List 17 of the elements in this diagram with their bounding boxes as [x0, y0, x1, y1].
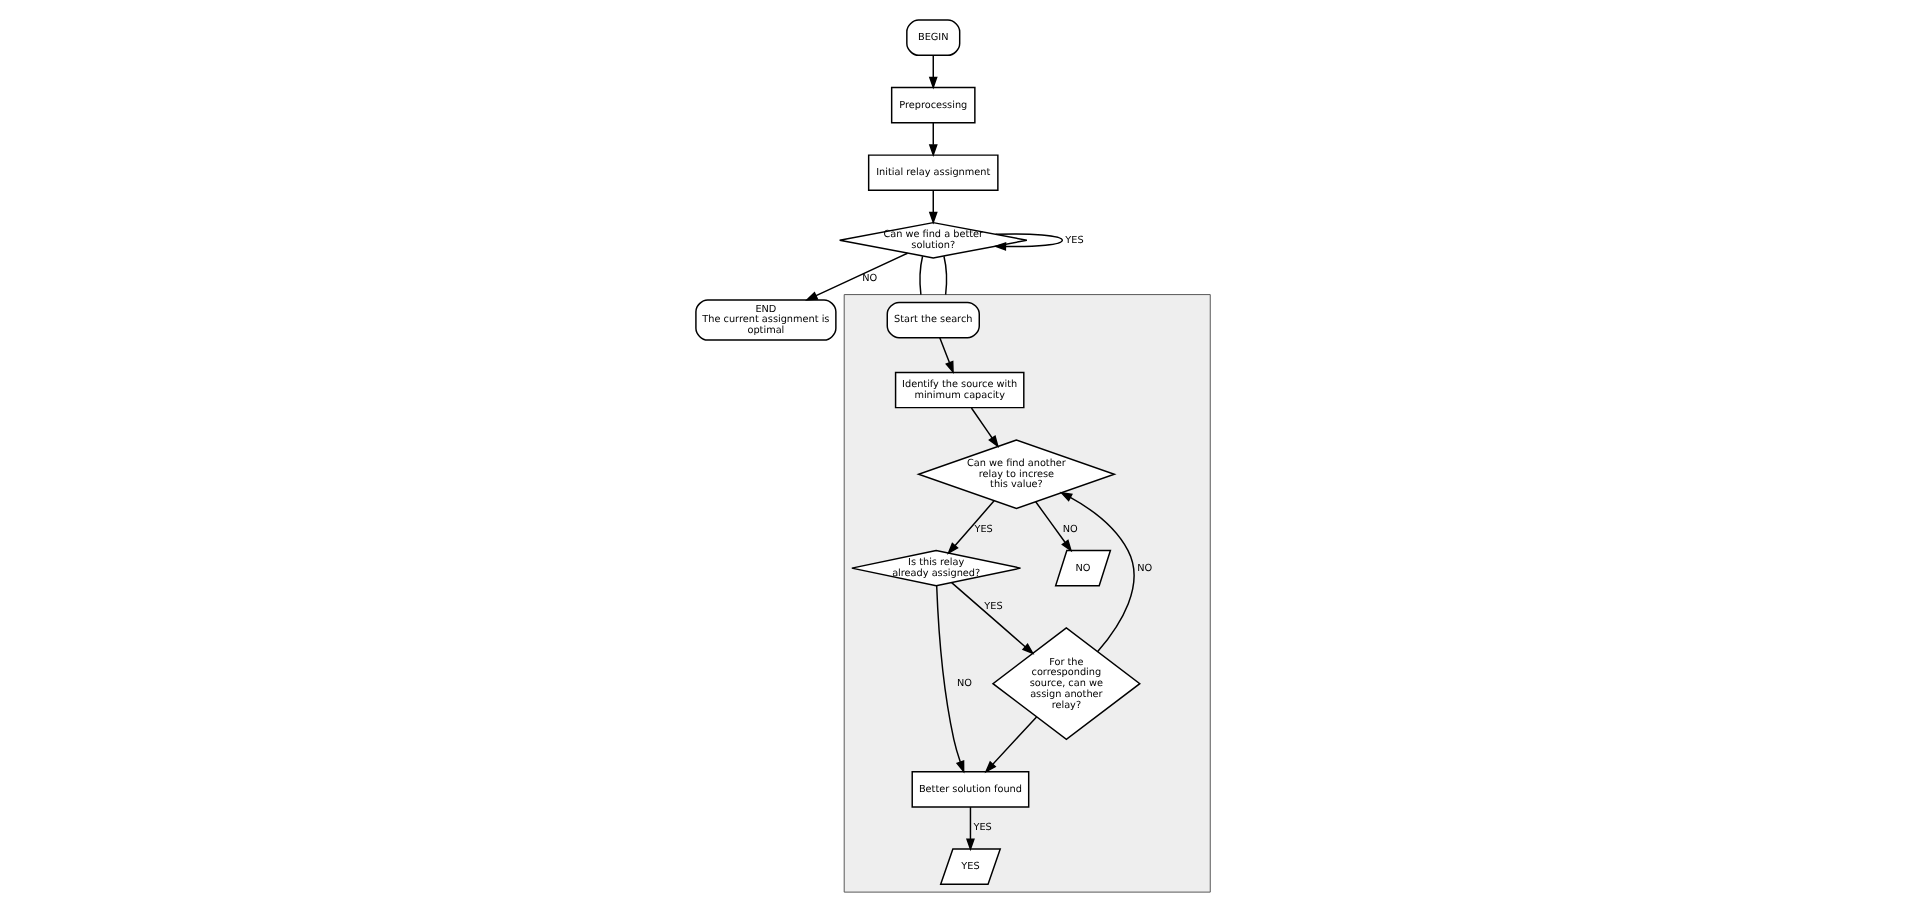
arrow: [946, 500, 994, 555]
arrow: [1058, 491, 1134, 653]
arrow: [965, 806, 974, 852]
arrow: [938, 337, 953, 375]
arrow: [969, 407, 999, 448]
arrow: [934, 585, 964, 774]
arrow: [927, 189, 937, 225]
arrow: [1033, 501, 1072, 553]
arrow: [983, 716, 1037, 774]
arrow: [927, 122, 937, 157]
arrow: [992, 233, 1063, 251]
connector: [942, 255, 947, 296]
cluster: [842, 294, 1210, 893]
connector: [918, 255, 923, 296]
arrow: [804, 252, 908, 301]
arrow: [927, 54, 937, 90]
arrow: [949, 581, 1034, 655]
